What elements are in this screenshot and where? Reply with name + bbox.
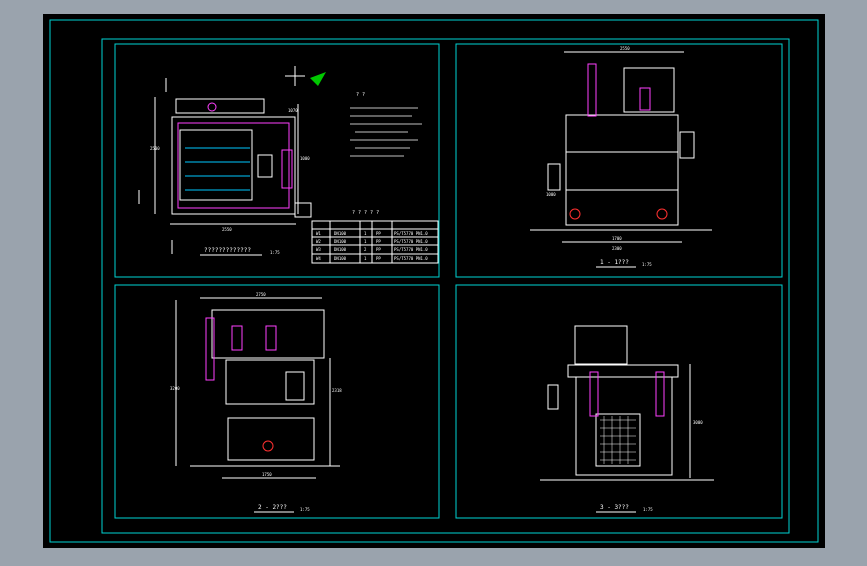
plan-table-title: ? ? ? ? ? xyxy=(352,210,379,216)
table-row: W1 DN100 1 PP PS/T5770 PN1.0 xyxy=(316,231,428,236)
s2-control-box xyxy=(285,371,305,401)
plan-view-title: ????????????? xyxy=(204,247,251,254)
s1-control-box xyxy=(679,131,695,159)
section-3-title: 3 - 3??? xyxy=(600,504,629,511)
s3-riser-pipe xyxy=(589,371,599,417)
section-1-panel: 2550 1700 2300 1000 1 - 1??? 1:75 xyxy=(455,43,783,278)
plan-side-pipe xyxy=(281,149,293,189)
s1-outlet-valve xyxy=(656,208,668,220)
table-cell: DN100 xyxy=(334,239,347,244)
table-cell: DN100 xyxy=(334,231,347,236)
plan-equipment-table xyxy=(311,220,439,264)
table-row: W4 DN100 1 PP PS/T5770 PN1.0 xyxy=(316,256,428,261)
s2-equipment-frame xyxy=(211,309,325,359)
section-3-panel: 3000 3 - 3??? 1:75 xyxy=(455,284,783,519)
table-row: W2 DN100 1 PP PS/T5770 PN1.0 xyxy=(316,239,428,244)
plan-notes-title: ? ? xyxy=(356,92,365,98)
table-cell: W1 xyxy=(316,231,321,236)
s2-upper-tank xyxy=(225,359,315,405)
section-3-frame xyxy=(455,284,783,519)
plan-view-scale: 1:75 xyxy=(270,250,280,255)
table-cell: 1 xyxy=(364,256,367,261)
s3-side-box xyxy=(547,384,559,410)
s2-lower-tank xyxy=(227,417,315,461)
section-2-panel: 2750 1750 3200 2318 2 - 2??? 1:75 xyxy=(114,284,440,519)
section-2-title: 2 - 2??? xyxy=(258,504,287,511)
s1-dim-height: 1000 xyxy=(546,192,556,197)
drawing-sheet xyxy=(43,14,825,548)
s2-drain-valve xyxy=(262,440,274,452)
plan-dim-depth: 2500 xyxy=(150,146,160,151)
section-2-frame xyxy=(114,284,440,519)
s1-riser-pipe xyxy=(587,63,597,117)
plan-dim-offset: 1070 xyxy=(288,108,298,113)
table-cell: PS/T5770 PN1.0 xyxy=(394,231,428,236)
s1-tank-body xyxy=(565,114,679,226)
s3-filter-grid xyxy=(600,416,636,464)
section-2-scale: 1:75 xyxy=(300,507,310,512)
plan-tank-outline xyxy=(171,116,296,215)
outer-border xyxy=(49,19,819,543)
table-cell: 1 xyxy=(364,231,367,236)
s2-dim-height: 3200 xyxy=(170,386,180,391)
table-cell: PP xyxy=(376,256,381,261)
plan-tank-inner xyxy=(177,122,290,209)
s1-dim-inner: 1700 xyxy=(612,236,622,241)
s2-riser-pipe xyxy=(205,317,215,381)
table-cell: PS/T5770 PN1.0 xyxy=(394,247,428,252)
plan-view-panel: 2550 2500 1070 1000 ? ? ? ? ? ? ? xyxy=(114,43,440,278)
s2-dim-tank-height: 2318 xyxy=(332,388,342,393)
plan-view-frame xyxy=(114,43,440,278)
s2-dim-base: 1750 xyxy=(262,472,272,477)
table-row: W3 DN100 2 PP PS/T5770 PN1.0 xyxy=(316,247,428,252)
plan-top-rail xyxy=(175,98,265,114)
table-cell: 1 xyxy=(364,239,367,244)
s1-dim-total: 2300 xyxy=(612,246,622,251)
plan-filter-chamber xyxy=(179,129,253,201)
s1-dim-width: 2550 xyxy=(620,46,630,51)
section-1-title: 1 - 1??? xyxy=(600,259,629,266)
s3-tank-body xyxy=(575,376,673,476)
s3-equipment-frame xyxy=(574,325,628,365)
plan-pump-symbol xyxy=(207,102,217,112)
table-cell: DN100 xyxy=(334,256,347,261)
section-1-scale: 1:75 xyxy=(642,262,652,267)
s1-inlet-box xyxy=(547,163,561,191)
plan-dim-pipe: 1000 xyxy=(300,156,310,161)
s2-pump-2 xyxy=(265,325,277,351)
s1-equipment-frame xyxy=(623,67,675,113)
plan-notes-lines xyxy=(350,107,422,157)
table-cell: W4 xyxy=(316,256,321,261)
table-cell: PP xyxy=(376,231,381,236)
section-1-frame xyxy=(455,43,783,278)
table-cell: 2 xyxy=(364,247,367,252)
plan-dim-width: 2550 xyxy=(222,227,232,232)
table-cell: W3 xyxy=(316,247,321,252)
table-cell: PS/T5770 PN1.0 xyxy=(394,239,428,244)
section-3-scale: 1:75 xyxy=(643,507,653,512)
table-cell: DN100 xyxy=(334,247,347,252)
s2-pump-1 xyxy=(231,325,243,351)
plan-valve-box xyxy=(257,154,273,178)
table-cell: PP xyxy=(376,247,381,252)
s3-dim-height: 3000 xyxy=(693,420,703,425)
s3-filter-media xyxy=(595,413,641,467)
s1-drain-valve xyxy=(569,208,581,220)
north-arrow-icon xyxy=(285,66,326,86)
table-cell: PS/T5770 PN1.0 xyxy=(394,256,428,261)
inner-border xyxy=(101,38,790,534)
plan-outlet xyxy=(294,202,312,218)
s3-return-pipe xyxy=(655,371,665,417)
table-cell: W2 xyxy=(316,239,321,244)
table-cell: PP xyxy=(376,239,381,244)
s2-dim-width: 2750 xyxy=(256,292,266,297)
s1-pump xyxy=(639,87,651,111)
